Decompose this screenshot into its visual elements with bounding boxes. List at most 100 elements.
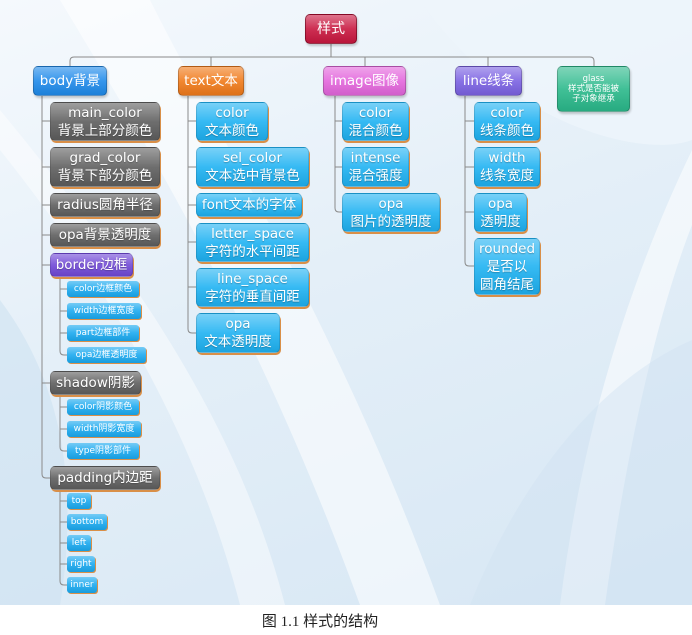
subitem-label: part边框部件 (75, 327, 131, 338)
connector-line-trunk (464, 96, 474, 267)
property-name: rounded (478, 240, 536, 257)
body-property-border: border边框 (50, 253, 133, 277)
line-property-color: color 线条颜色 (474, 102, 540, 141)
branch-node-body: body背景 (33, 66, 107, 96)
shadow-subitem-width: width阴影宽度 (67, 421, 141, 437)
branch-label-image: image图像 (329, 72, 400, 89)
property-description: 字符的垂直间距 (205, 288, 300, 305)
branch-label-body: body背景 (39, 72, 101, 89)
property-name: intense (350, 150, 401, 166)
border-subitem-part: part边框部件 (67, 325, 139, 341)
glass-label-name: glass (582, 74, 605, 84)
connector-body-trunk (41, 96, 50, 479)
subitem-label: top (71, 495, 87, 506)
property-description: 线条宽度 (480, 168, 534, 184)
property-description: 字符的水平间距 (205, 243, 300, 260)
subitem-label: color边框颜色 (73, 283, 133, 294)
property-label: shadow阴影 (56, 375, 135, 391)
body-property-padding: padding内边距 (50, 466, 160, 490)
property-label: opa背景透明度 (58, 227, 152, 243)
padding-subitem-inner: inner (67, 577, 97, 593)
property-description: 背景上部分颜色 (57, 122, 153, 139)
property-description: 是否以 (486, 258, 528, 275)
subitem-label: bottom (70, 516, 104, 527)
subitem-label: opa边框透明度 (75, 349, 138, 360)
padding-subitem-left: left (67, 535, 91, 551)
shadow-subitem-type: type阴影部件 (67, 443, 139, 459)
body-property-grad-color: grad_color 背景下部分颜色 (50, 147, 160, 187)
connector-padding-trunk (59, 490, 67, 586)
property-name: opa (378, 195, 404, 212)
property-name: sel_color (222, 150, 283, 166)
property-name: letter_space (211, 225, 294, 242)
text-property-line-space: line_space 字符的垂直间距 (196, 268, 309, 307)
property-description: 文本透明度 (204, 334, 272, 350)
branch-node-image: image图像 (323, 66, 406, 96)
property-name: opa (487, 195, 514, 212)
glass-label-desc-2: 子对象继承 (572, 94, 615, 104)
image-property-color: color 混合颜色 (342, 102, 409, 141)
subitem-label: type阴影部件 (74, 445, 132, 456)
connector-root-bus (69, 56, 595, 66)
branch-label-line: line线条 (462, 72, 515, 89)
border-subitem-width: width边框宽度 (67, 303, 141, 319)
property-name: color (215, 104, 249, 121)
subitem-label: right (70, 558, 92, 569)
branch-node-glass: glass 样式是否能被 子对象继承 (557, 66, 630, 112)
body-property-shadow: shadow阴影 (50, 371, 141, 395)
subitem-label: left (71, 537, 87, 548)
branch-label-text: text文本 (184, 72, 238, 89)
connector-border-trunk (59, 277, 67, 356)
property-label: font文本的字体 (201, 197, 297, 213)
connector-shadow-trunk (59, 395, 67, 452)
body-property-opa: opa背景透明度 (50, 223, 160, 247)
border-subitem-color: color边框颜色 (67, 281, 139, 297)
connector-image-trunk (334, 96, 342, 213)
figure-caption: 图 1.1 样式的结构 (261, 614, 379, 630)
property-description: 背景下部分颜色 (57, 168, 153, 184)
property-description: 透明度 (480, 213, 521, 230)
line-property-rounded: rounded 是否以 圆角结尾 (474, 238, 540, 295)
property-description: 混合颜色 (348, 122, 403, 139)
property-name: color (490, 104, 524, 121)
property-description: 图片的透明度 (350, 213, 432, 230)
text-property-opa: opa 文本透明度 (196, 313, 280, 353)
root-node-styles: 样式 (305, 14, 357, 44)
border-subitem-opa: opa边框透明度 (67, 347, 146, 363)
property-label: padding内边距 (57, 470, 153, 486)
subitem-label: width阴影宽度 (73, 423, 135, 434)
branch-node-line: line线条 (455, 66, 522, 96)
property-name: line_space (217, 270, 288, 287)
text-property-color: color 文本颜色 (196, 102, 268, 141)
connector-lines (41, 44, 595, 586)
property-name: opa (225, 316, 251, 332)
property-name: grad_color (69, 150, 141, 166)
property-description: 文本选中背景色 (205, 168, 300, 184)
glass-label-desc-1: 样式是否能被 (567, 84, 619, 94)
property-name: main_color (68, 104, 142, 121)
property-description: 线条颜色 (480, 122, 534, 139)
subitem-label: width边框宽度 (73, 305, 135, 316)
body-property-main-color: main_color 背景上部分颜色 (50, 102, 160, 141)
text-property-sel-color: sel_color 文本选中背景色 (196, 147, 309, 187)
root-node-label: 样式 (317, 20, 345, 37)
line-property-width: width 线条宽度 (474, 147, 540, 187)
property-name: color (358, 104, 393, 121)
padding-subitem-top: top (67, 493, 91, 509)
padding-subitem-bottom: bottom (67, 514, 107, 530)
connector-text-trunk (187, 96, 196, 334)
padding-subitem-right: right (67, 556, 95, 572)
shadow-subitem-color: color阴影颜色 (67, 399, 139, 415)
property-name: width (488, 150, 526, 166)
image-property-intense: intense 混合强度 (342, 147, 409, 187)
property-label: radius圆角半径 (57, 197, 153, 213)
subitem-label: inner (70, 579, 94, 590)
body-property-radius: radius圆角半径 (50, 193, 160, 217)
subitem-label: color阴影颜色 (73, 401, 133, 412)
diagram-canvas: 样式 body背景 text文本 image图像 line线条 glass 样式… (0, 0, 692, 605)
image-property-opa: opa 图片的透明度 (342, 193, 440, 232)
branch-node-text: text文本 (178, 66, 244, 96)
text-property-font: font文本的字体 (196, 193, 302, 217)
property-description: 混合强度 (348, 168, 403, 184)
property-description: 文本颜色 (205, 122, 259, 139)
